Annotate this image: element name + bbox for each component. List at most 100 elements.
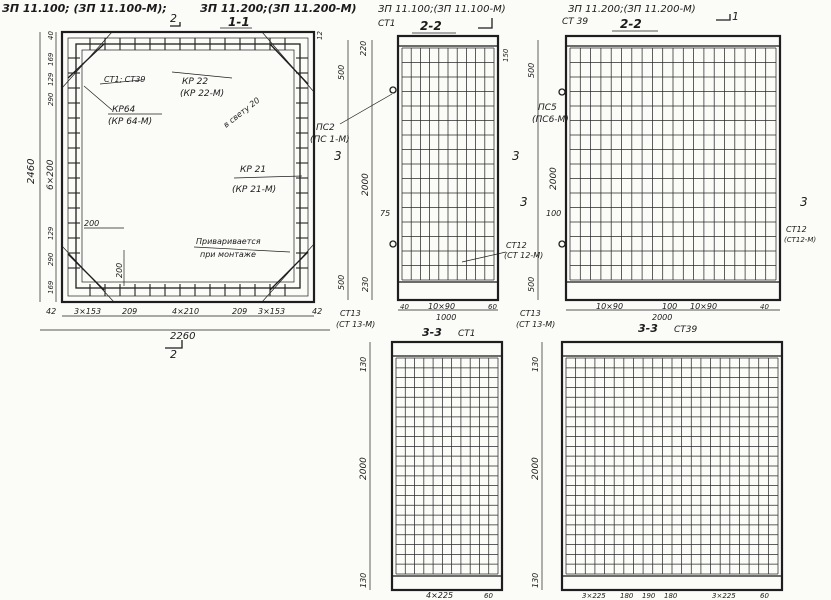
leader-priv: [193, 246, 291, 253]
sec22b-cut3-right: 3: [800, 195, 808, 209]
sec22b-st12m: (СТ12-М): [784, 236, 816, 244]
sec33a-mesh: [395, 357, 499, 575]
dim-3x153-left: 3×153: [74, 307, 101, 316]
dim-169-top: 169: [47, 52, 55, 66]
sec33a-dim-60: 60: [484, 592, 493, 600]
dim-290-bot: 290: [47, 252, 55, 266]
sec22a-dim-220: 220: [359, 41, 368, 56]
dim-290-top: 290: [47, 92, 55, 106]
sec22a-dim-1000: 1000: [436, 313, 456, 322]
sec22a-st12m: (СТ 12-М): [504, 251, 543, 260]
sec22a-st13: СТ13: [340, 309, 361, 318]
sec22b-ps5: ПС5: [538, 103, 557, 113]
sec33b-dim-60: 60: [760, 592, 769, 600]
sec22b-dim-100: 100: [546, 209, 561, 218]
section-2-2-b: 2-2 СТ 39 1 ПС5 (ПС6-М) 3 3 500 2000 100…: [520, 10, 816, 322]
sec22a-dim-10x90: 10×90: [428, 302, 455, 311]
sec22a-st12: СТ12: [506, 241, 527, 250]
sec22b-mesh: [569, 47, 777, 281]
sec33a-dim-130b: 130: [359, 573, 368, 588]
sec22b-cut1: 1: [732, 10, 739, 23]
sec33b-title: 3-3: [638, 322, 658, 335]
label-vsvetu: в свету 20: [222, 96, 262, 130]
sec22b-dim-500b: 500: [527, 277, 536, 292]
sec33b-top-band: [561, 341, 783, 357]
sec22a-st13m-r: (СТ 13-М): [516, 320, 555, 329]
sec22a-dim-2000: 2000: [361, 173, 371, 196]
sec22a-cut3: 3: [334, 149, 342, 163]
haunch-br: [269, 251, 309, 291]
section-2-2-a: 2-2 СТ1 ПС2 (ПС 1-М) 3 3 220 500 2000 75…: [310, 18, 555, 329]
sec22a-cut3-right: 3: [512, 149, 520, 163]
sec22a-title: 2-2: [420, 19, 442, 33]
sec22a-cut-arrow: [478, 18, 493, 29]
sec22a-dim-40: 40: [400, 303, 409, 311]
dim-total-h: 2460: [26, 159, 37, 184]
sec33b-dim-180b: 180: [664, 592, 678, 600]
sec22b-cut-arrow: [716, 14, 731, 21]
sec22a-st12-leader: [461, 251, 507, 263]
sec22b-dim-40: 40: [760, 303, 769, 311]
sec22a-bottom-slab: [397, 281, 499, 301]
leader-kp64: [83, 85, 113, 111]
sec22a-dim-500a: 500: [337, 65, 346, 80]
sec22a-dim-75: 75: [380, 209, 390, 218]
label-priv: Приваривается: [196, 237, 261, 246]
sec22a-st13m: (СТ 13-М): [336, 320, 375, 329]
dim-42-left: 42: [46, 307, 56, 316]
sec33b-dim-130a: 130: [531, 357, 540, 372]
sec33b-dim-190: 190: [642, 592, 656, 600]
dim-200a: 200: [84, 219, 99, 228]
haunch-tl2: [61, 31, 113, 89]
sec22b-dim-500a: 500: [527, 63, 536, 78]
sec22a-ps2m: (ПС 1-М): [310, 135, 350, 145]
label-priv2: при монтаже: [200, 250, 256, 259]
leader-st1: [99, 79, 143, 85]
label-kp22: КР 22: [182, 77, 208, 87]
sec33b-st: СТ39: [674, 325, 698, 335]
ref-right-b: ЗП 11.200;(ЗП 11.200-М): [568, 4, 696, 15]
sec22a-dim-150: 150: [502, 48, 510, 62]
label-kp64m: (КР 64-М): [108, 117, 152, 127]
sec33a-top-band: [391, 341, 503, 357]
sec33b-dim-2000: 2000: [531, 457, 541, 480]
dim-mid: 6×200: [46, 159, 56, 190]
sec22b-ps5m: (ПС6-М): [532, 115, 569, 125]
sec22b-dim-2000: 2000: [549, 167, 559, 190]
sec22a-dim-230: 230: [361, 277, 370, 292]
sec22a-top-bar: [397, 35, 499, 47]
label-st1: СТ1; СТ39: [104, 75, 145, 84]
sec22a-st1: СТ1: [378, 19, 396, 29]
dim-209-right: 209: [232, 307, 247, 316]
dim-200b: 200: [115, 263, 124, 278]
dim-209-left: 209: [122, 307, 137, 316]
section-3-3-a: 3-3 СТ1 130 2000 130 4×225 60: [359, 326, 504, 600]
sec33a-title: 3-3: [422, 326, 442, 339]
sec22b-cut3-left: 3: [520, 195, 528, 209]
sec22b-dim-2000w: 2000: [652, 313, 672, 322]
sec22b-bottom-slab: [565, 281, 781, 301]
ref-mid: ЗП 11.200;(ЗП 11.200-М): [200, 2, 357, 15]
plan-outer-wall: [60, 30, 316, 304]
sec22a-ps-top: [389, 86, 397, 94]
plan-1-1: 1-1 2 2 СТ1; СТ39 КР 22 (КР 22-М) КР64 (…: [26, 12, 330, 361]
sec22b-dim-10x90b: 10×90: [690, 302, 717, 311]
dim-169-bot: 169: [47, 280, 55, 294]
dim-129-top: 129: [47, 72, 55, 86]
leader-kp21: [233, 175, 303, 179]
sec22b-dim-10x90a: 10×90: [596, 302, 623, 311]
plan-title: 1-1: [228, 15, 250, 29]
sec22a-st13-r: СТ13: [520, 309, 541, 318]
sec22b-st39: СТ 39: [562, 17, 588, 27]
dim-3x153-right: 3×153: [258, 307, 285, 316]
plan-outer-rebar: [67, 37, 309, 297]
dim-4x210: 4×210: [172, 307, 199, 316]
sec33b-dim-3x225b: 3×225: [712, 592, 736, 600]
plan-inner-face: [81, 49, 295, 283]
plan-rebar-cage: [75, 43, 301, 289]
sec33a-bottom-band: [391, 575, 503, 591]
sec33b-bottom-band: [561, 575, 783, 591]
sec33b-dim-180a: 180: [620, 592, 634, 600]
